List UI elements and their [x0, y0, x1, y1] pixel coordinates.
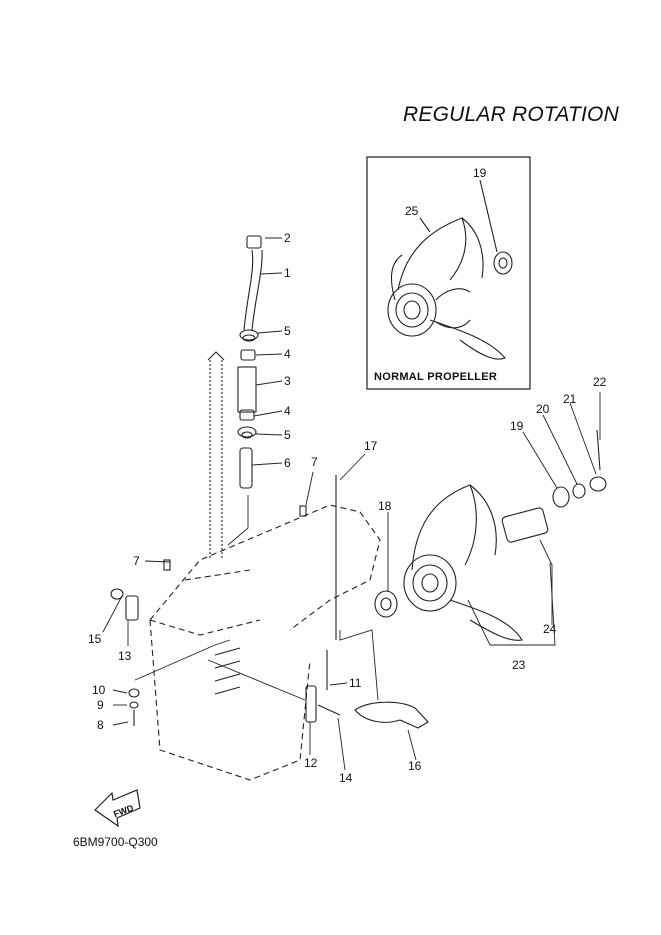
callout-23: 23 — [512, 658, 526, 672]
callout-17: 17 — [364, 439, 378, 453]
callout-1: 1 — [284, 266, 291, 280]
cotter-pin — [596, 429, 601, 471]
callout-6: 6 — [284, 456, 291, 470]
leader — [419, 217, 431, 233]
callout-16: 16 — [408, 759, 422, 773]
inset-label: NORMAL PROPELLER — [374, 371, 498, 383]
normal-propeller — [387, 217, 506, 360]
callout-8: 8 — [97, 718, 104, 732]
callout-20: 20 — [536, 402, 550, 416]
nut-15 — [110, 588, 124, 600]
bracket-13 — [125, 595, 139, 621]
callout-7b: 7 — [133, 554, 140, 568]
drive-shaft — [209, 360, 223, 560]
housing-vent-slots — [214, 647, 241, 695]
callout-5: 5 — [284, 324, 291, 338]
diagram-title: REGULAR ROTATION — [403, 103, 619, 126]
callout-15: 15 — [88, 632, 102, 646]
callout-4b: 4 — [284, 404, 291, 418]
washer-10 — [128, 688, 140, 698]
callout-4: 4 — [284, 347, 291, 361]
callout-22: 22 — [593, 375, 607, 389]
shaft-top — [207, 351, 225, 361]
propeller-bushing — [501, 507, 549, 543]
plate-12 — [305, 685, 317, 723]
dowel-7a — [299, 505, 307, 517]
inset-washer — [493, 251, 513, 275]
trim-tab-anode — [354, 701, 429, 729]
nut-21 — [589, 476, 607, 492]
callout-18: 18 — [378, 499, 392, 513]
leader — [479, 179, 498, 253]
callout-2: 2 — [284, 231, 291, 245]
callout-3: 3 — [284, 374, 291, 388]
callout-19: 19 — [510, 419, 524, 433]
callout-24: 24 — [543, 622, 557, 636]
dowel-7b — [163, 559, 171, 571]
callout-5b: 5 — [284, 428, 291, 442]
propeller — [403, 484, 523, 641]
fwd-label: FWD — [112, 803, 135, 820]
callout-9: 9 — [97, 698, 104, 712]
callout-25: 25 — [405, 204, 419, 218]
callout-12: 12 — [304, 756, 318, 770]
bolt-14 — [317, 704, 341, 716]
callout-14: 14 — [339, 771, 353, 785]
callout-11: 11 — [349, 676, 362, 690]
fwd-arrow-icon: FWD — [94, 789, 141, 828]
thrust-washer — [374, 590, 398, 618]
callout-10: 10 — [92, 683, 106, 697]
diagram-code: 6BM9700-Q300 — [73, 835, 158, 849]
washer-20 — [572, 483, 586, 499]
water-tube-assembly — [237, 235, 263, 489]
lower-unit-housing — [149, 504, 381, 781]
callout-21: 21 — [563, 392, 577, 406]
callout-7: 7 — [311, 455, 318, 469]
callout-19b: 19 — [473, 166, 487, 180]
inset-box — [366, 156, 531, 390]
leader-lines — [102, 237, 601, 771]
callout-numbers: 2 1 5 4 3 4 5 6 7 7 15 13 10 9 8 11 12 1… — [88, 166, 607, 785]
callout-13: 13 — [118, 649, 132, 663]
spacer-19 — [552, 486, 570, 508]
washer-9 — [129, 701, 139, 709]
